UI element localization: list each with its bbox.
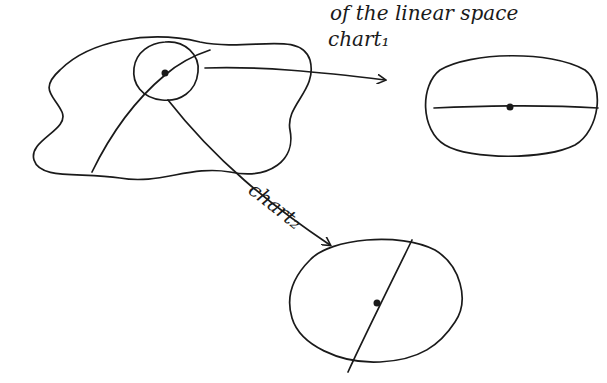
chart-image [290, 239, 462, 362]
chart-label: chart₂ [244, 178, 306, 233]
note-text: of the linear space [330, 2, 518, 24]
chart-arrow [168, 100, 330, 245]
chart-image [426, 56, 598, 157]
chart-image-curve [434, 106, 598, 108]
chart-arrow [205, 68, 385, 80]
neighbourhood-circle [134, 42, 198, 100]
manifold-curve [92, 50, 210, 172]
point-dot [162, 70, 169, 77]
point-dot [507, 104, 514, 111]
chart-label: chart₁ [328, 28, 390, 50]
chart-image-curve [348, 240, 412, 372]
manifold-outline [33, 37, 311, 179]
point-dot [374, 300, 381, 307]
